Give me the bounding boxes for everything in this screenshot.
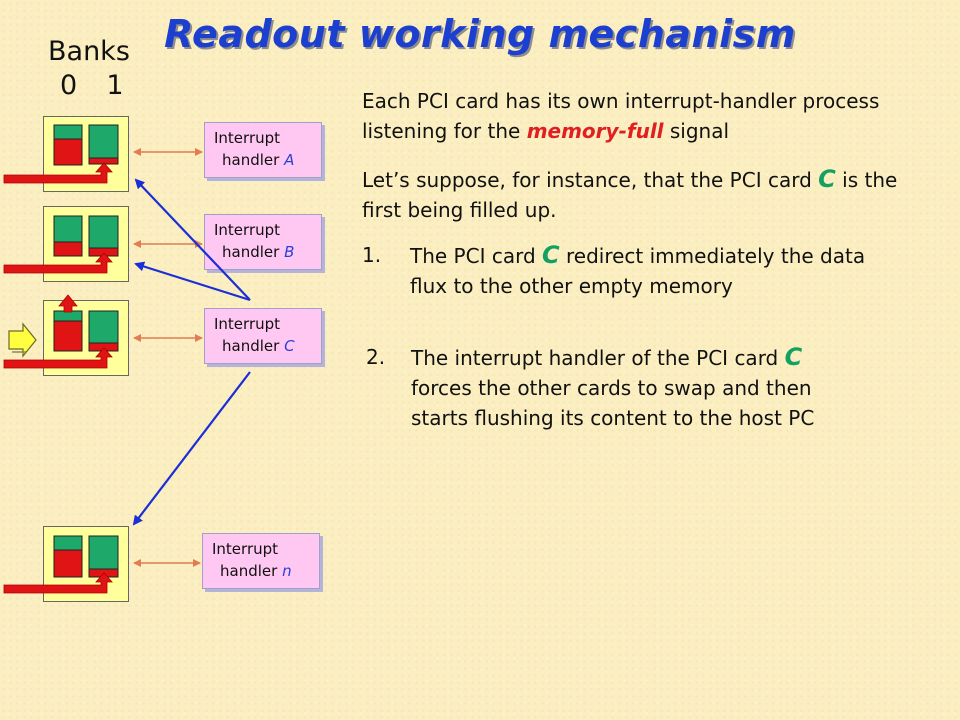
- step-2-letter: C: [784, 343, 803, 371]
- step-2-number: 2.: [366, 345, 386, 369]
- handler-b-line1: Interrupt: [214, 221, 281, 239]
- memory-full-emphasis: memory-full: [526, 119, 664, 143]
- handler-a-letter: A: [284, 151, 295, 169]
- handler-n-letter: n: [282, 562, 292, 580]
- step-1-number: 1.: [362, 243, 382, 267]
- paragraph-2-end: is the first being filled up.: [362, 168, 898, 222]
- interrupt-handler-n: Interrupt handler n: [202, 533, 320, 589]
- paragraph-1: Each PCI card has its own interrupt-hand…: [362, 86, 942, 146]
- paragraph-2-letter: C: [818, 165, 836, 193]
- signal-arrows: [132, 178, 251, 526]
- interrupt-handler-c: Interrupt handler C: [204, 308, 322, 364]
- step-2-text: The interrupt handler of the PCI card: [411, 346, 785, 370]
- red-bent-arrow-icon: [3, 162, 113, 594]
- card-a-banks: [53, 124, 119, 166]
- handler-n-line2: handler: [220, 562, 278, 580]
- handler-a-line2: handler: [222, 151, 280, 169]
- step-1: 1. The PCI card C redirect immediately t…: [362, 240, 882, 301]
- banks-numbers: 0 1: [60, 70, 124, 101]
- interrupt-handler-a: Interrupt handler A: [204, 122, 322, 178]
- paragraph-1-text: Each PCI card has its own interrupt-hand…: [362, 89, 880, 143]
- handler-n-line1: Interrupt: [212, 540, 279, 558]
- card-handler-links: [133, 148, 203, 567]
- handler-b-letter: B: [284, 243, 295, 261]
- step-2-end: forces the other cards to swap and then …: [411, 376, 815, 430]
- handler-c-line2: handler: [222, 337, 280, 355]
- step-1-end: redirect immediately the data flux to th…: [410, 244, 866, 298]
- paragraph-2: Let’s suppose, for instance, that the PC…: [362, 164, 942, 225]
- step-1-letter: C: [542, 241, 560, 269]
- card-c-banks: [53, 310, 119, 352]
- page-title: Readout working mechanism: [164, 12, 796, 56]
- step-2: 2. The interrupt handler of the PCI card…: [366, 342, 836, 433]
- handler-a-line1: Interrupt: [214, 129, 281, 147]
- yellow-block-arrow-icon: [8, 322, 37, 358]
- banks-label: Banks: [48, 36, 130, 67]
- handler-b-line2: handler: [222, 243, 280, 261]
- handler-c-line1: Interrupt: [214, 315, 281, 333]
- paragraph-2-text: Let’s suppose, for instance, that the PC…: [362, 168, 819, 192]
- step-1-text: The PCI card: [410, 244, 543, 268]
- interrupt-handler-b: Interrupt handler B: [204, 214, 322, 270]
- handler-c-letter: C: [284, 337, 295, 355]
- card-n-banks: [53, 535, 119, 578]
- card-b-banks: [53, 215, 119, 257]
- paragraph-1-end: signal: [663, 119, 730, 143]
